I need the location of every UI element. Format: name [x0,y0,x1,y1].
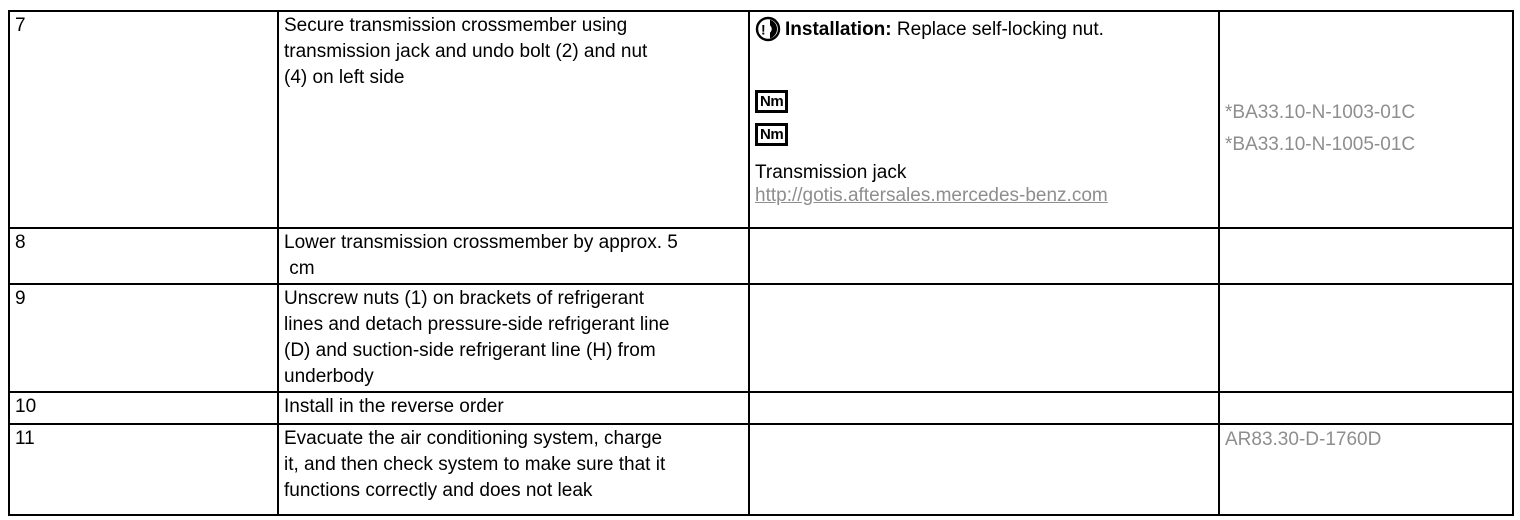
instruction-text: Unscrew nuts (1) on brackets of refriger… [284,288,670,387]
nm-torque-icon[interactable]: Nm [755,123,789,146]
step-number-cell: 9 [8,283,279,393]
installation-note: ! Installation: Replace self-locking nut… [755,13,1213,43]
notes-cell [748,283,1220,393]
codes-cell [1218,283,1514,393]
step-number: 8 [15,232,26,253]
tool-link-url[interactable]: http://gotis.aftersales.mercedes-benz.co… [755,185,1108,206]
installation-label: Installation: [785,19,892,40]
table-row-step-7: 7 Secure transmission crossmember using … [8,10,1514,229]
table-row-step-11: 11 Evacuate the air conditioning system,… [8,423,1514,516]
table-row-step-8: 8 Lower transmission crossmember by appr… [8,227,1514,285]
installation-text: Replace self-locking nut. [896,19,1104,40]
table-row-step-9: 9 Unscrew nuts (1) on brackets of refrig… [8,283,1514,393]
instruction-cell: Lower transmission crossmember by approx… [277,227,750,285]
instruction-text: Lower transmission crossmember by approx… [284,232,678,279]
procedure-table: 7 Secure transmission crossmember using … [8,10,1514,516]
codes-cell: *BA33.10-N-1003-01C *BA33.10-N-1005-01C [1218,10,1514,229]
procedure-code-link[interactable]: AR83.30-D-1760D [1225,429,1382,450]
step-number-cell: 7 [8,10,279,229]
notes-cell: ! Installation: Replace self-locking nut… [748,10,1220,229]
instruction-cell: Install in the reverse order [277,391,750,425]
nm-torque-icon[interactable]: Nm [755,90,789,113]
table-row-step-10: 10 Install in the reverse order [8,391,1514,425]
step-number: 10 [15,396,37,417]
codes-cell: AR83.30-D-1760D [1218,423,1514,516]
procedure-table-container: 7 Secure transmission crossmember using … [8,10,1514,516]
instruction-cell: Unscrew nuts (1) on brackets of refriger… [277,283,750,393]
step-number-cell: 10 [8,391,279,425]
codes-cell [1218,227,1514,285]
notes-cell [748,227,1220,285]
step-number-cell: 11 [8,423,279,516]
svg-text:!: ! [761,22,766,38]
codes-cell [1218,391,1514,425]
torque-code-link[interactable]: *BA33.10-N-1005-01C [1225,134,1416,155]
notes-cell [748,423,1220,516]
instruction-cell: Secure transmission crossmember using tr… [277,10,750,229]
torque-code-list: *BA33.10-N-1003-01C *BA33.10-N-1005-01C [1225,97,1507,161]
instruction-text: Secure transmission crossmember using tr… [284,15,648,88]
notes-cell [748,391,1220,425]
instruction-text: Install in the reverse order [284,396,504,417]
torque-code-link[interactable]: *BA33.10-N-1003-01C [1225,102,1416,123]
installation-note-icon: ! [755,16,781,42]
special-tool-name: Transmission jack [755,162,907,183]
instruction-text: Evacuate the air conditioning system, ch… [284,428,666,501]
step-number: 9 [15,288,26,309]
step-number: 11 [15,428,35,449]
step-number: 7 [15,15,26,36]
instruction-cell: Evacuate the air conditioning system, ch… [277,423,750,516]
step-number-cell: 8 [8,227,279,285]
